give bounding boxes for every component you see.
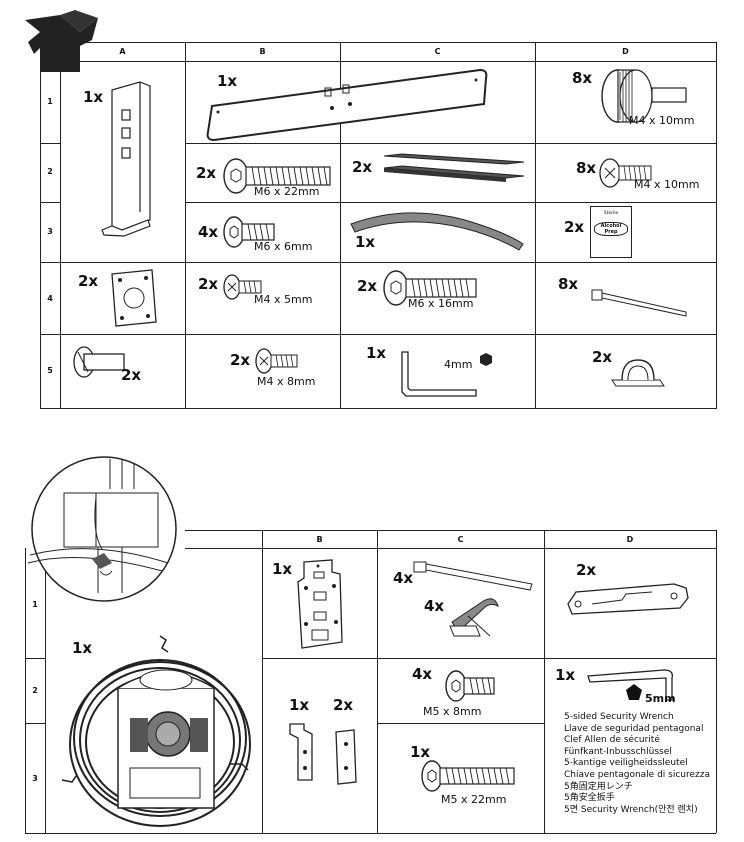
table2-col-b: B <box>316 535 323 544</box>
b3-size: M6 x 6mm <box>254 240 313 253</box>
t2-c1-clip-qty: 4x <box>424 597 445 615</box>
table1-row-4: 4 <box>47 294 53 303</box>
curved-strap-icon <box>350 212 524 251</box>
b5-qty: 2x <box>230 351 251 369</box>
bracket-cover-icon <box>567 583 689 615</box>
t2-a-qty: 1x <box>72 639 93 657</box>
d4-qty: 8x <box>558 275 579 293</box>
table1-row-5: 5 <box>47 366 53 375</box>
spacer-bolt-icon <box>73 346 125 378</box>
hex-bolt-long-icon <box>421 760 515 792</box>
security-cable-lock-icon <box>61 635 251 827</box>
mounting-bracket-plate-icon <box>297 559 343 649</box>
table2-col-d: D <box>626 535 634 544</box>
angle-bracket-icon <box>289 723 313 781</box>
b4-qty: 2x <box>198 275 219 293</box>
t2-d2-size: 5mm <box>645 692 676 705</box>
hex-bolt-short-icon <box>445 670 495 702</box>
hex-bolt-icon <box>383 270 477 306</box>
thumb-screw-icon <box>601 69 687 123</box>
t2-b2-qty-left: 1x <box>289 696 310 714</box>
a5-qty: 2x <box>121 366 142 384</box>
alcohol-prep-label: Alcohol Prep <box>594 222 628 236</box>
detail-magnifier-icon <box>27 456 177 602</box>
table2-col-c: C <box>457 535 464 544</box>
wrench-line-7: 5角固定用レンチ <box>564 781 633 792</box>
c5-size: 4mm <box>444 358 473 371</box>
d2-size: M4 x 10mm <box>634 178 700 191</box>
hex-bolt-long-icon <box>223 158 331 194</box>
d3-qty: 2x <box>564 218 585 236</box>
t2-b2-qty-right: 2x <box>333 696 354 714</box>
d1-qty: 8x <box>572 69 593 87</box>
wrench-line-8: 5角安全扳手 <box>564 793 615 804</box>
a1-qty: 1x <box>83 88 104 106</box>
d2-qty: 8x <box>576 159 597 177</box>
table1-col-b: B <box>259 47 266 56</box>
table1-row-1: 1 <box>47 97 53 106</box>
adhesive-strips-icon <box>383 153 525 182</box>
wrench-line-5: 5-kantige veiligheidssleutel <box>564 758 688 769</box>
table2-row-2: 2 <box>32 686 38 695</box>
b5-size: M4 x 8mm <box>257 375 316 388</box>
b4-size: M4 x 5mm <box>254 293 313 306</box>
table1-row-3: 3 <box>47 227 53 236</box>
cable-tie-icon <box>591 289 687 317</box>
t2-c2-size: M5 x 8mm <box>423 705 482 718</box>
t2-c2-qty: 4x <box>412 665 433 683</box>
c2-qty: 2x <box>352 158 373 176</box>
table1-col-c: C <box>434 47 441 56</box>
table1-col-a: A <box>119 47 126 56</box>
table1-grid <box>40 42 717 409</box>
d5-qty: 2x <box>592 348 613 366</box>
b2-qty: 2x <box>196 164 217 182</box>
table1-row-2: 2 <box>47 167 53 176</box>
wrench-line-9: 5면 Security Wrench(안전 렌치) <box>564 804 698 815</box>
t2-d1-qty: 2x <box>576 561 597 579</box>
phillips-screw-icon <box>255 348 298 374</box>
mount-plate-icon <box>111 269 157 327</box>
flat-bracket-icon <box>335 729 357 785</box>
cable-holder-clip-icon <box>449 598 499 637</box>
b1-qty: 1x <box>217 72 238 90</box>
phillips-screw-icon <box>223 274 262 300</box>
a4-qty: 2x <box>78 272 99 290</box>
t2-c3-qty: 1x <box>410 743 431 761</box>
long-bracket-icon <box>206 68 488 142</box>
t2-c1-tie-qty: 4x <box>393 569 414 587</box>
column-bracket-icon <box>101 81 151 237</box>
c3-qty: 1x <box>355 233 376 251</box>
c5-qty: 1x <box>366 344 387 362</box>
wrench-line-3: Clef Allen de sécurité <box>564 735 660 746</box>
d1-size: M4 x 10mm <box>629 114 695 127</box>
wrench-line-6: Chiave pentagonale di sicurezza <box>564 770 710 780</box>
phillips-screw-icon <box>599 158 652 188</box>
t2-b1-qty: 1x <box>272 560 293 578</box>
alcohol-prep-top-text: Sterile <box>603 211 619 216</box>
t2-c3-size: M5 x 22mm <box>441 793 507 806</box>
t2-d2-qty: 1x <box>555 666 576 684</box>
c4-size: M6 x 16mm <box>408 297 474 310</box>
c4-qty: 2x <box>357 277 378 295</box>
hex-key-icon <box>401 351 492 397</box>
hex-bolt-short-icon <box>223 216 275 248</box>
wrench-line-2: Llave de seguridad pentagonal <box>564 723 704 734</box>
cable-clip-icon <box>611 359 665 387</box>
b3-qty: 4x <box>198 223 219 241</box>
b2-size: M6 x 22mm <box>254 185 320 198</box>
wrench-line-1: 5-sided Security Wrench <box>564 712 674 722</box>
cable-tie-icon <box>413 561 533 591</box>
pentagon-security-wrench-icon <box>587 669 673 701</box>
alcohol-prep-pad: Sterile Alcohol Prep <box>590 206 632 258</box>
table1-col-d: D <box>622 47 629 56</box>
wrench-line-4: Fünfkant-Inbusschlüssel <box>564 746 672 757</box>
table2-row-1: 1 <box>32 600 38 609</box>
table2-row-3: 3 <box>32 774 38 783</box>
